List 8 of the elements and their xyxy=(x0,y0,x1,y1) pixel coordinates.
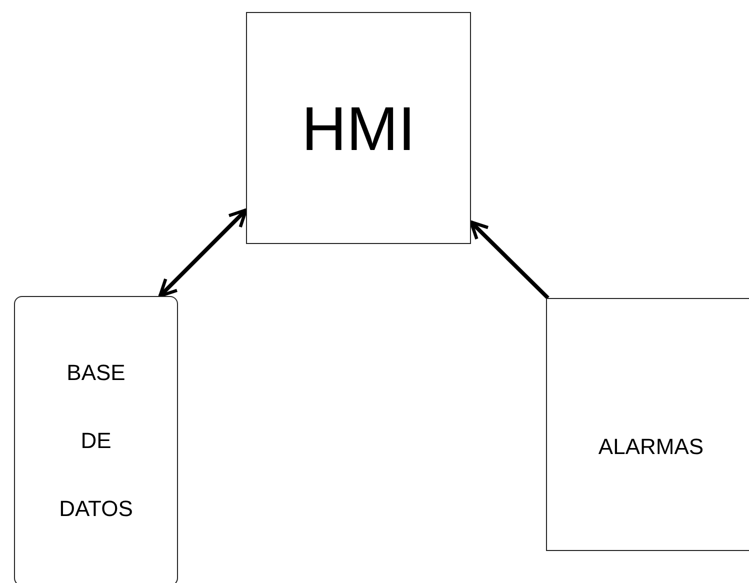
arrow xyxy=(158,208,248,298)
arrow xyxy=(469,220,550,300)
rounded-box xyxy=(14,296,178,583)
node-label: BASE DE DATOS xyxy=(58,358,134,524)
node-label: HMI xyxy=(302,96,416,164)
process-box xyxy=(546,298,749,551)
process-box xyxy=(246,12,471,244)
node-label: ALARMAS xyxy=(598,434,704,461)
